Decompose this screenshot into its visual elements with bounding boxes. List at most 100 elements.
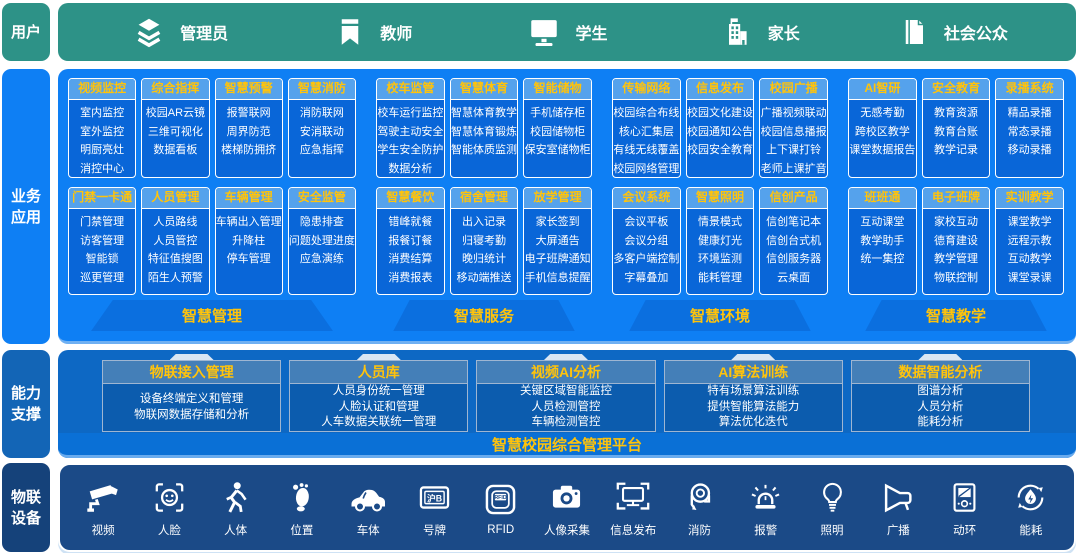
app-card-title: 校园广播 [760,79,828,100]
biz-card-row-2: 会议系统会议平板会议分组多客户端控制字幕叠加智慧照明情景模式健康灯光环境监测能耗… [612,187,829,295]
biz-card-row-2: 班班通互动课堂教学助手统一集控电子班牌家校互动德育建设教学管理物联控制实训教学课… [848,187,1065,295]
support-card: 视频AI分析关键区域智能监控人员检测管控车辆检测管控 [476,354,656,432]
app-card-item: 报餐订餐 [388,234,433,247]
device-item: 照明 [799,479,865,538]
support-card-item: 设备终端定义和管理 [139,393,244,405]
business-row: 业务应用 视频监控室内监控室外监控明厨亮灶消控中心综合指挥校园AR云镜三维可视化… [0,69,1078,344]
biz-group-footer: 智慧服务 [376,300,592,331]
support-card: AI算法训练特有场景算法训练提供智能算法能力算法优化迭代 [663,354,843,432]
biz-card-row-1: AI智研无感考勤跨校区教学课堂数据报告安全教育教育资源教育台账教学记录录播系统精… [848,78,1065,178]
app-card-title: 智能储物 [524,79,592,100]
app-card: 信创产品信创笔记本信创台式机信创服务器云桌面 [759,187,829,295]
app-card: 智慧体育智慧体育教学智慧体育锻炼智能体质监测 [449,78,519,178]
plate-icon: 沪B [417,480,452,520]
support-card-item: 关键区域智能监控 [520,385,612,398]
app-card-title: 宿舍管理 [450,188,518,209]
app-card-item: 校园综合布线 [613,107,680,119]
side-label-support: 能力支撑 [2,350,50,458]
side-label-devices-text: 物联设备 [10,488,41,527]
app-card-item: 陌生人预警 [147,271,203,284]
support-card-item: 车辆检测管控 [531,416,601,429]
footprint-icon [286,482,318,519]
app-card: 安全监管隐患排查问题处理进度应急演练 [287,187,356,295]
user-item-label: 社会公众 [943,26,1008,43]
svg-text:沪B: 沪B [427,492,442,503]
app-card-items: 家校互动德育建设教学管理物联控制 [923,209,990,294]
app-card-item: 统一集控 [860,253,905,265]
app-card-item: 手机储存柜 [530,107,586,119]
app-card-title: 智慧照明 [686,188,754,209]
app-card-item: 三维可视化 [147,125,203,138]
device-icon-wrap [879,479,917,521]
device-item-label: 人体 [224,525,248,537]
biz-group-service: 校车监管校车运行监控驾驶主动安全学生安全防护数据分析智慧体育智慧体育教学智慧体育… [376,78,593,341]
app-card-items: 手机储存柜校园储物柜保安室储物柜 [524,100,591,177]
app-card-title: 智慧预警 [215,79,282,100]
app-card-item: 精品录播 [1007,107,1052,119]
support-card-title: AI算法训练 [664,361,842,384]
app-card-items: 家长签到大屏通告电子班牌通知手机信息提醒 [524,209,591,294]
business-groups: 视频监控室内监控室外监控明厨亮灶消控中心综合指挥校园AR云镜三维可视化数据看板智… [68,78,1065,341]
building-icon [721,16,753,48]
device-item: 能耗 [998,479,1064,538]
biz-group-label: 智慧环境 [629,300,811,331]
device-item: 车体 [335,479,401,538]
book-icon [899,17,929,47]
app-card-title: 智慧消防 [288,79,355,100]
app-card-item: 人员管控 [153,234,198,247]
device-item: 广播 [865,479,931,538]
device-item-label: 能耗 [1019,525,1043,537]
device-icon-wrap [218,479,253,521]
megaphone-icon [879,479,917,522]
app-card-item: 巡更管理 [80,271,125,284]
support-card-item: 人脸认证和管理 [338,400,420,413]
app-card-item: 跨校区教学 [854,125,910,138]
biz-group-footer: 智慧管理 [68,300,356,331]
app-card-title: 安全监管 [288,188,355,209]
app-card-title: 人员管理 [142,188,209,209]
app-card: 综合指挥校园AR云镜三维可视化数据看板 [141,78,210,178]
device-item-label: 广播 [886,525,910,537]
biz-card-row-1: 校车监管校车运行监控驾驶主动安全学生安全防护数据分析智慧体育智慧体育教学智慧体育… [376,78,593,178]
app-card: 电子班牌家校互动德育建设教学管理物联控制 [921,187,991,295]
app-card-items: 校车运行监控驾驶主动安全学生安全防护数据分析 [377,100,444,177]
app-card: 班班通互动课堂教学助手统一集控 [848,187,917,295]
app-card-item: 信创服务器 [766,253,822,265]
app-card: 实训教学课堂教学远程示教互动教学课堂录课 [995,187,1065,295]
support-card-item: 人车数据关联统一管理 [321,416,437,429]
app-card-item: 德育建设 [934,234,978,247]
business-panel: 视频监控室内监控室外监控明厨亮灶消控中心综合指挥校园AR云镜三维可视化数据看板智… [58,69,1076,344]
app-card-items: 校园综合布线核心汇集层有线无线覆盖校园网络管理 [613,100,680,177]
biz-group-footer: 智慧教学 [848,300,1064,331]
device-icon-wrap [614,479,652,521]
device-item: 人像采集 [534,479,600,538]
app-card-items: 无感考勤跨校区教学课堂数据报告 [849,100,916,177]
support-card-box: AI算法训练特有场景算法训练提供智能算法能力算法优化迭代 [663,360,843,432]
cctv-icon [84,479,122,522]
support-card-item: 人员分析 [917,400,964,413]
app-card-item: 智能体质监测 [451,144,517,156]
device-icon-wrap [682,479,717,521]
support-card-box: 视频AI分析关键区域智能监控人员检测管控车辆检测管控 [476,360,656,432]
device-item: 位置 [269,479,335,538]
app-card-title: 视频监控 [69,79,136,100]
app-card-item: 消控中心 [80,162,125,175]
support-card-title: 物联接入管理 [103,361,281,384]
device-icon-wrap: 沪B [417,479,452,521]
app-card-title: 电子班牌 [922,188,990,209]
support-card-item: 提供智能算法能力 [707,400,800,413]
device-item: 报警 [733,479,799,538]
layers-icon [133,16,165,48]
app-card-item: 室内监控 [80,107,125,119]
app-card: 传输网络校园综合布线核心汇集层有线无线覆盖校园网络管理 [612,78,681,178]
app-card-title: 综合指挥 [142,79,209,100]
biz-card-row-1: 传输网络校园综合布线核心汇集层有线无线覆盖校园网络管理信息发布校园文化建设校园通… [612,78,829,178]
app-card-item: 教学助手 [860,234,905,247]
app-card-item: 特征值搜图 [147,253,203,265]
app-card-items: 广播视频联动校园信息播报上下课打铃老师上课扩音 [760,100,827,177]
app-card-items: 消防联网安消联动应急指挥 [289,100,355,177]
device-item-label: 号牌 [422,525,446,537]
support-card: 物联接入管理设备终端定义和管理物联网数据存储和分析 [102,354,282,432]
app-card-item: 字幕叠加 [624,271,669,284]
app-card-item: 信创笔记本 [766,216,822,228]
